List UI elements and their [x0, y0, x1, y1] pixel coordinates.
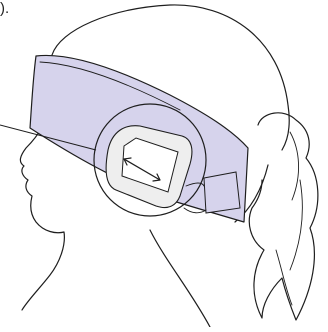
ponytail-strand-3 [276, 250, 292, 305]
ponytail-strand-2 [290, 180, 302, 270]
face-profile [20, 118, 64, 310]
ponytail-strand-1 [290, 132, 299, 200]
ponytail [249, 113, 318, 320]
neck-line [150, 230, 210, 327]
band-pocket [204, 172, 240, 213]
caption-fragment: ). [0, 0, 9, 18]
